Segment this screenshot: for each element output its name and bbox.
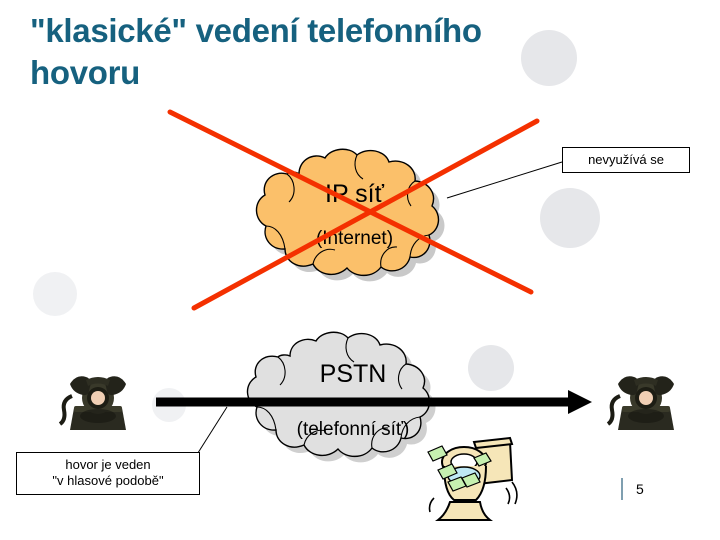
rotary-telephone-icon-left (50, 368, 146, 440)
circle-ip-right (540, 188, 600, 248)
page-title: "klasické" vedení telefonního hovoru (30, 12, 482, 92)
pstn-network-cloud (228, 330, 478, 465)
ip-network-cloud (232, 145, 477, 290)
circle-pstn-right (468, 345, 514, 391)
callout-voice-call: hovor je veden "v hlasové podobě" (16, 452, 200, 495)
circle-arrow-left (152, 388, 186, 422)
rotary-telephone-icon-right (598, 368, 694, 440)
page-number-divider (621, 478, 623, 500)
callout-ip-unused: nevyužívá se (562, 147, 690, 174)
circle-title-right (521, 30, 577, 86)
toilet-flushing-money-icon (418, 432, 520, 528)
circle-left-mid (33, 272, 77, 316)
page-number: 5 (636, 481, 644, 497)
